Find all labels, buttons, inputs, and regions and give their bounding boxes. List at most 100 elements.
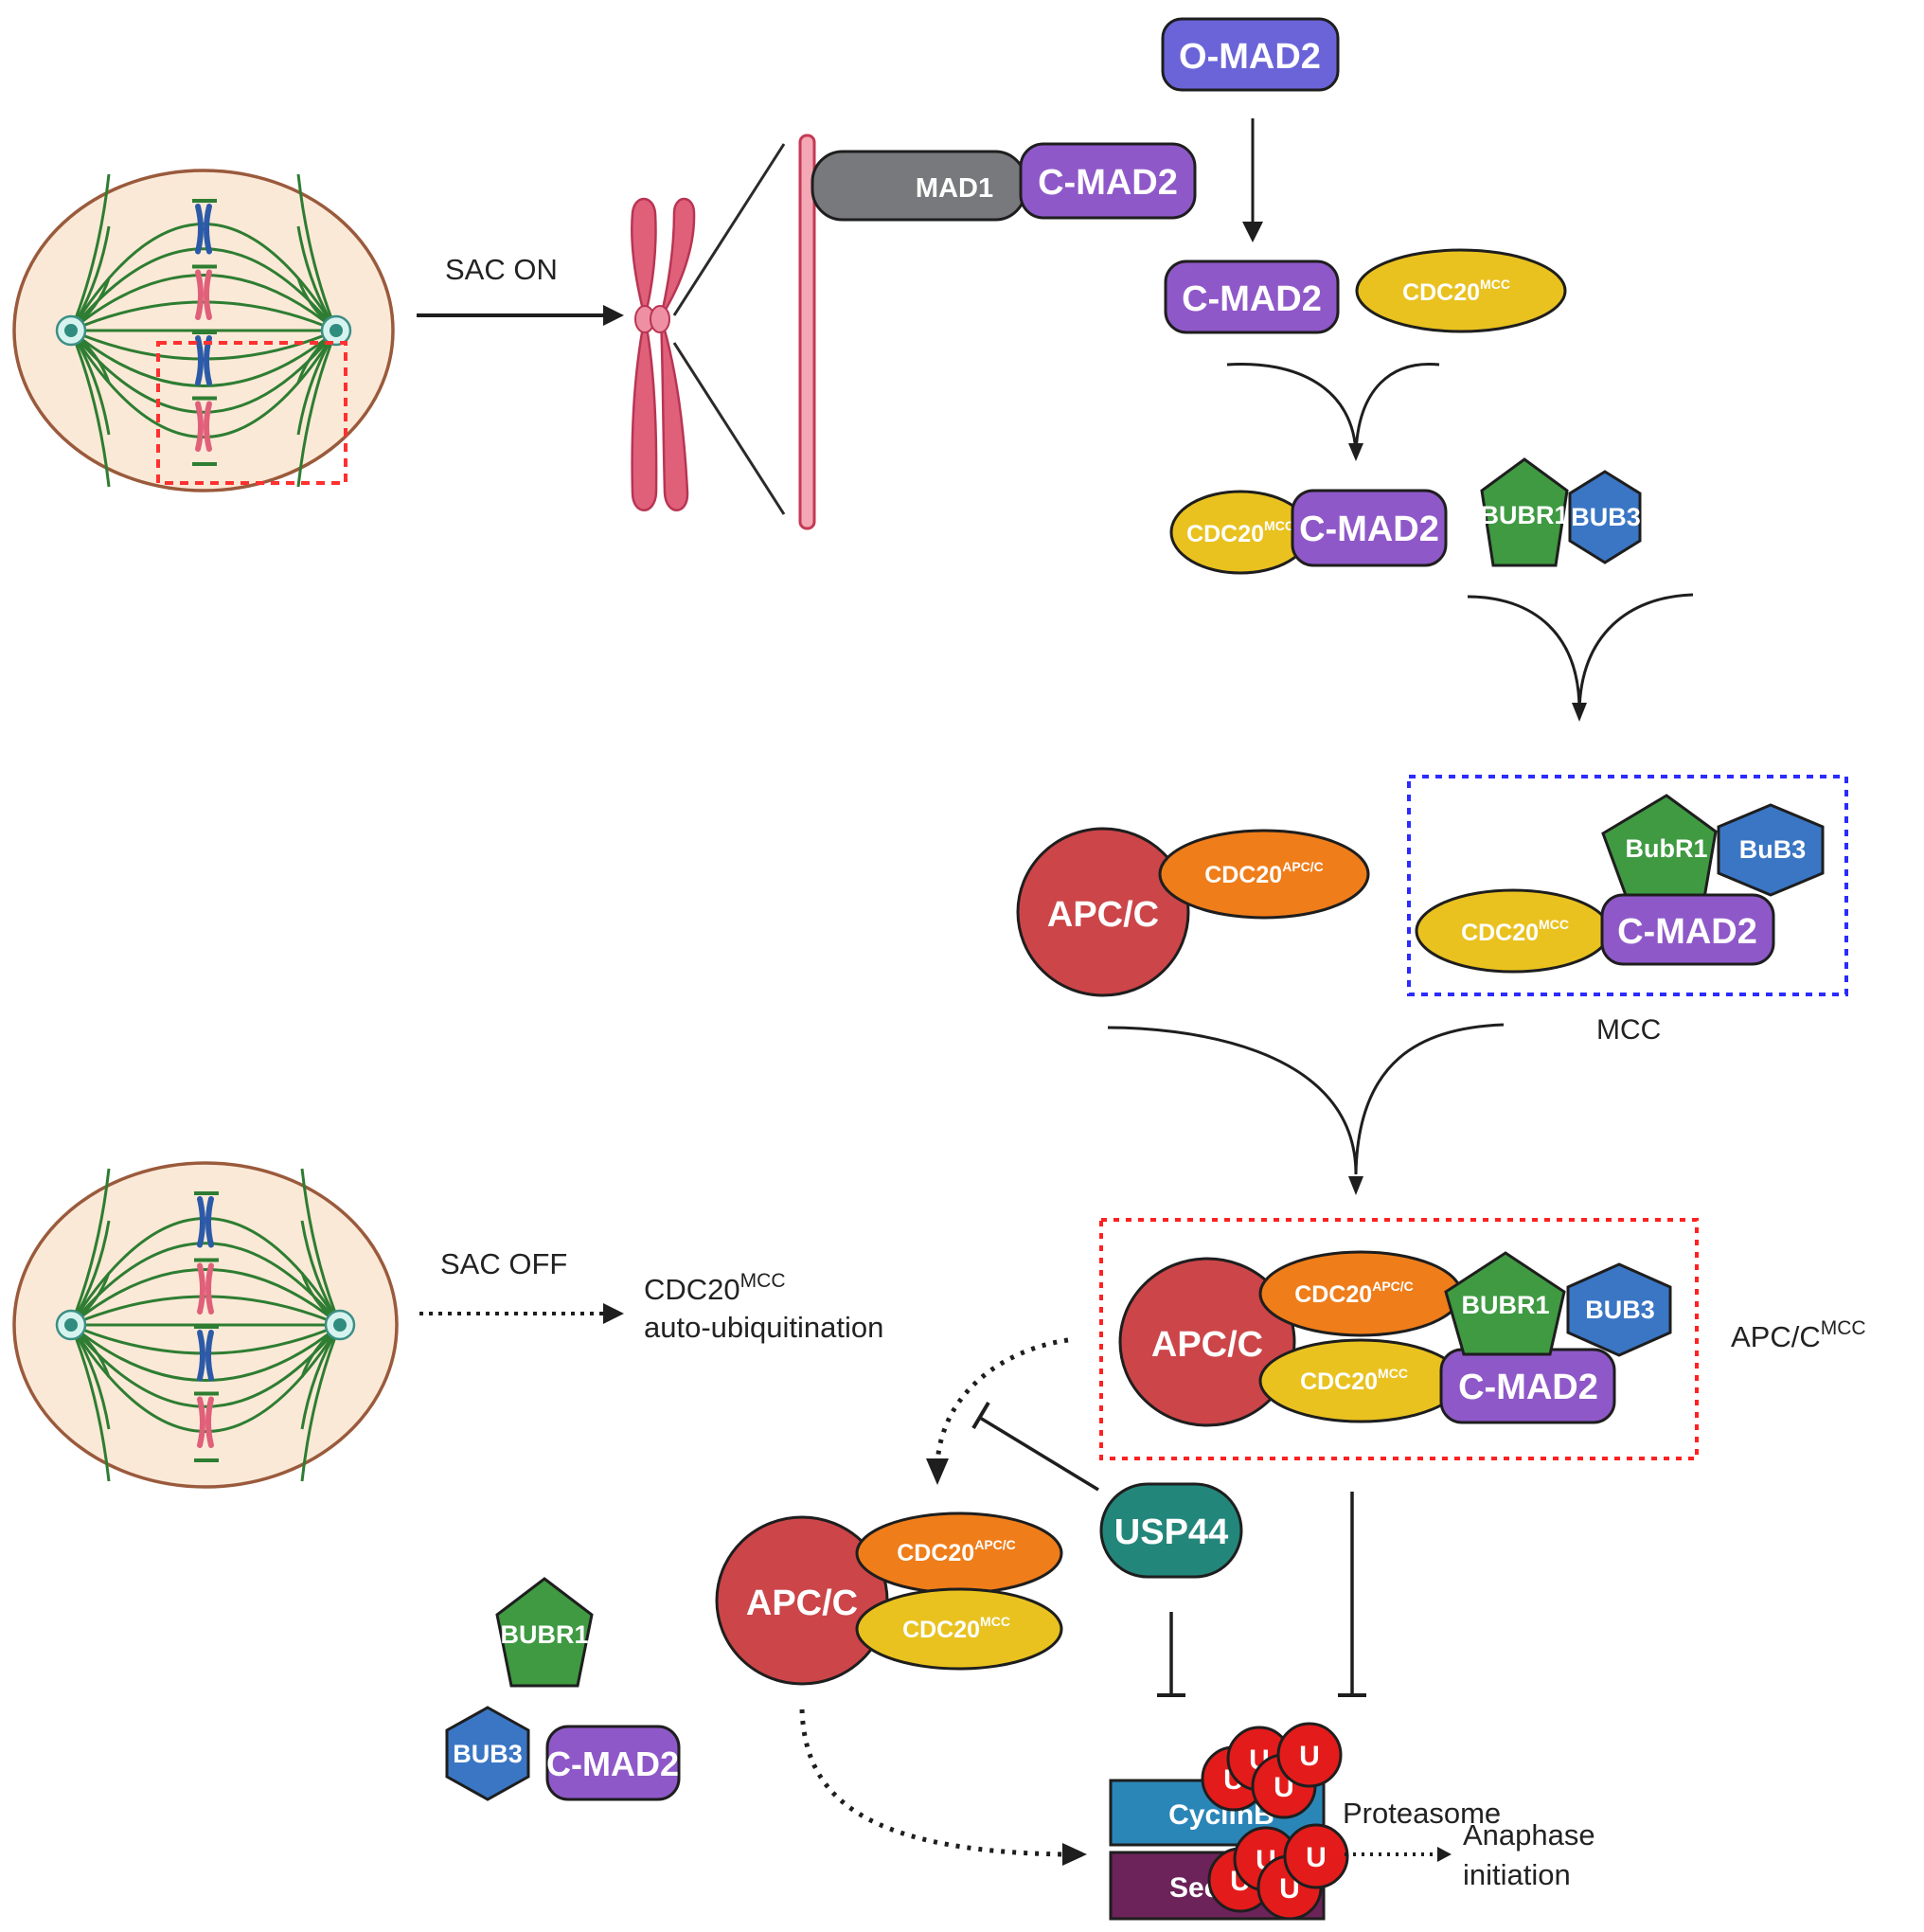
mad1-cmad2-complex: MAD1 C-MAD2 <box>811 142 1197 222</box>
usp44-inhibit-bar-upper <box>971 1401 990 1430</box>
bubr1-pentagon <box>1480 457 1569 567</box>
svg-text:CDC20MCC: CDC20MCC <box>1186 518 1294 547</box>
spindle-fiber <box>70 1323 341 1355</box>
chromosome-icon <box>631 197 696 511</box>
spindle-fiber <box>69 330 338 414</box>
spindle-fiber <box>70 274 337 332</box>
bub3-label: BUB3 <box>1571 503 1641 531</box>
c-mad2-node-free <box>1164 259 1340 334</box>
bubr1-pentagon <box>1444 1251 1566 1356</box>
sac-off-label: SAC OFF <box>440 1247 567 1280</box>
cdc20-superscript: APC/C <box>974 1537 1016 1552</box>
cdc20-superscript: MCC <box>740 1270 786 1292</box>
cdc20-mcc-auto-ub-title: CDC20MCC <box>644 1270 785 1306</box>
spindle-fiber <box>69 1324 342 1408</box>
cdc20-superscript: APC/C <box>1282 859 1324 874</box>
cdc20-label: CDC20 <box>1300 1368 1378 1395</box>
centriole-icon <box>330 324 343 337</box>
ubiquitin-icon <box>1276 1722 1343 1788</box>
bub3-hexagon-released <box>445 1706 530 1801</box>
apcc-cdc20-complex: APC/C CDC20APC/C <box>1016 827 1370 997</box>
cdc20-label: CDC20 <box>1294 1281 1372 1308</box>
bub3-hexagon <box>1568 470 1642 564</box>
disassembly-arrow-head <box>926 1458 949 1485</box>
spindle-fiber <box>69 247 338 331</box>
metaphase-chromosome <box>197 1330 214 1382</box>
c-mad2-label-apcc-mcc: C-MAD2 <box>1458 1368 1598 1407</box>
cdc20-superscript: MCC <box>980 1614 1010 1629</box>
centriole-icon <box>333 1318 347 1332</box>
kinetochore-bar <box>798 134 816 530</box>
astral-ray <box>69 330 111 488</box>
bubr1-pentagon-released <box>495 1577 594 1688</box>
metaphase-chromosome <box>195 269 212 320</box>
ubiquitin-label: U <box>1299 1741 1320 1772</box>
o-mad2-label: O-MAD2 <box>1179 37 1321 77</box>
auto-ubiquitination-label: auto-ubiquitination <box>644 1311 883 1344</box>
cdc20-label: CDC20 <box>1204 862 1282 888</box>
astral-ray <box>69 173 111 331</box>
astral-ray <box>300 1324 342 1482</box>
c-mad2-node-mcc <box>1600 893 1775 966</box>
centriole-icon <box>64 1318 78 1332</box>
cdc20-label: CDC20 <box>1461 920 1539 946</box>
bub3-hexagon <box>1717 803 1825 897</box>
apcc-mcc-caption: APC/CMCC <box>1731 1317 1866 1353</box>
c-mad2-node-released <box>545 1725 681 1801</box>
bubr1-label-mcc: BubR1 <box>1626 834 1708 863</box>
initiation-label: initiation <box>1463 1858 1571 1891</box>
astral-ray <box>69 1168 111 1326</box>
proteasome-label: Proteasome <box>1343 1797 1501 1830</box>
spindle-fiber <box>70 329 337 387</box>
merge-arrow-2-head <box>1572 703 1587 722</box>
apcc-label: APC/C <box>746 1583 858 1623</box>
spindle-fiber <box>69 1242 342 1326</box>
astral-ray <box>69 1324 111 1482</box>
mcc-caption: MCC <box>1596 1014 1661 1046</box>
centriole-icon <box>64 324 78 337</box>
cdc20-mcc-node-free: CDC20MCC <box>1355 248 1567 333</box>
usp44-label: USP44 <box>1114 1512 1228 1552</box>
bub3-hexagon <box>1566 1262 1672 1357</box>
cdc20-cmad2-complex: CDC20MCC C-MAD2 <box>1169 489 1448 575</box>
cdc20-superscript: MCC <box>1480 277 1510 292</box>
metaphase-chromosome <box>197 1196 214 1248</box>
apcc-label: APC/C <box>1151 1325 1263 1365</box>
merge-arrow-3-head <box>1348 1176 1363 1195</box>
metaphase-cell-bottom <box>12 1161 399 1489</box>
usp44-inhibit-line-upper <box>979 1416 1099 1492</box>
spindle-fiber <box>70 300 337 332</box>
ubiquitin-label: U <box>1306 1842 1327 1873</box>
astral-ray <box>296 330 338 488</box>
disassembly-dotted-arrow <box>935 1337 1069 1464</box>
cdc20-label: CDC20 <box>902 1617 980 1643</box>
spindle-fiber <box>70 1268 341 1327</box>
usp44-node: USP44 <box>1099 1482 1243 1579</box>
spindle-fiber <box>70 1323 341 1382</box>
apcc-cdc20-dual-complex: APC/C CDC20 APC/C CDC20MCC <box>715 1512 1063 1686</box>
bub3-label-apcc-mcc: BUB3 <box>1585 1296 1655 1324</box>
svg-text:CDC20MCC: CDC20MCC <box>902 1614 1010 1643</box>
svg-text:CDC20MCC: CDC20MCC <box>1300 1366 1408 1395</box>
cdc20-superscript: MCC <box>1264 518 1294 533</box>
metaphase-cell-top <box>12 169 395 492</box>
zoom-region-box <box>156 341 347 485</box>
metaphase-chromosome <box>197 1396 214 1448</box>
c-mad2-node-bound <box>1291 489 1448 567</box>
cdc20-label: CDC20 <box>1186 521 1264 547</box>
c-mad2-node-kinetochore <box>1019 142 1197 220</box>
cdc20-label: CDC20 <box>1402 279 1480 306</box>
proteasome-arrow-head <box>1437 1847 1452 1862</box>
sac-on-label: SAC ON <box>445 253 558 286</box>
ubiquitination-dotted-arrow <box>799 1708 1066 1857</box>
mad1-label: MAD1 <box>916 173 993 204</box>
c-mad2-label-kinetochore: C-MAD2 <box>1038 163 1178 203</box>
merge-arrow-3 <box>1107 1023 1505 1175</box>
metaphase-chromosome <box>197 1262 214 1315</box>
cdc20-superscript: MCC <box>1539 917 1569 932</box>
svg-text:CDC20APC/C: CDC20APC/C <box>1294 1279 1414 1308</box>
merge-arrow-1 <box>1226 362 1440 456</box>
bub3-label-released: BUB3 <box>453 1740 523 1768</box>
